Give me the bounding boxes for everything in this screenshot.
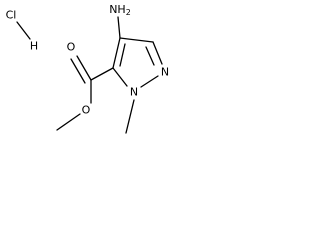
- n-methyl-bond: [125, 99, 135, 134]
- c5-c4-double-bond: [119, 43, 126, 67]
- c3-n2-bond: [152, 41, 163, 65]
- chlorine-atom: Cl: [6, 9, 17, 22]
- amino-nitrogen: NH2: [109, 3, 131, 17]
- c5-c4-bond: [112, 37, 121, 69]
- n2-n1-bond: [140, 75, 159, 88]
- c3-n2-double-bond: [145, 46, 155, 66]
- ring-nitrogen-n2: N: [161, 66, 169, 79]
- amino-n-symbol: N: [109, 3, 117, 16]
- c5-carbonyl-bond: [90, 67, 114, 81]
- n1-c5-bond: [112, 67, 128, 87]
- ring-nitrogen-n1: N: [130, 86, 138, 99]
- hydrogen-atom: H: [30, 40, 38, 53]
- hydrogen-chloride: Cl H: [6, 9, 39, 53]
- c4-n-amino-bond: [117, 16, 121, 39]
- c4-c3-bond: [119, 37, 154, 43]
- carbonyl-double-bond-a: [76, 55, 92, 81]
- o-methyl-bond: [56, 113, 81, 131]
- ether-oxygen: O: [82, 104, 91, 117]
- chemical-structure-diagram: Cl H NH2 N N O O: [6, 3, 169, 134]
- h-cl-bond: [16, 21, 31, 40]
- pyrazole-ring: N N: [112, 37, 169, 99]
- amino-h-symbol: H: [117, 3, 125, 16]
- methyl-ester-group: O O: [56, 41, 114, 131]
- carbonyl-oxygen: O: [67, 41, 76, 54]
- amino-group: NH2: [109, 3, 131, 39]
- amino-subscript: 2: [126, 8, 131, 17]
- carbonyl-double-bond-b: [70, 58, 86, 84]
